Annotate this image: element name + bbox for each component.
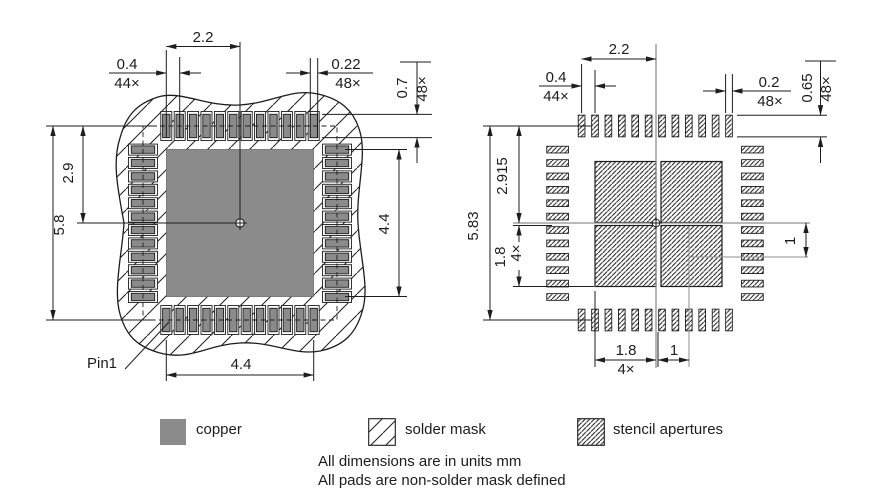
stencil-pad-aperture xyxy=(741,239,764,248)
stencil-pad-aperture xyxy=(546,185,569,194)
stencil-pad-aperture xyxy=(741,266,764,275)
stencil-pad-aperture xyxy=(741,226,764,234)
stencil-pad-aperture xyxy=(658,308,666,332)
stencil-center-aperture-bl xyxy=(594,224,657,288)
stencil-pad-aperture xyxy=(546,239,569,248)
dim-right-half-height: 2.915 xyxy=(494,157,511,195)
stencil-pad-aperture xyxy=(604,308,613,332)
stencil-legend-label: stencil apertures xyxy=(613,421,724,438)
dim-left-top-span: 2.2 xyxy=(193,29,214,46)
stencil-pad-aperture xyxy=(741,145,764,154)
dim-left-pad-length-count: 48× xyxy=(414,76,431,101)
stencil-pad-aperture xyxy=(546,279,569,288)
dim-right-pad-length: 0.65 xyxy=(799,73,816,102)
stencil-pad-aperture xyxy=(591,114,599,138)
stencil-pad-aperture xyxy=(644,308,653,332)
dim-left-pitch: 0.4 xyxy=(117,56,138,73)
stencil-pad-aperture xyxy=(546,293,569,301)
dim-left-pad-width: 0.22 xyxy=(331,56,360,73)
stencil-pad-aperture xyxy=(725,308,733,332)
dim-right-top-span: 2.2 xyxy=(609,41,630,58)
stencil-pad-aperture xyxy=(741,185,764,194)
stencil-pad-aperture xyxy=(546,145,569,154)
dim-right-one-right: 1 xyxy=(782,237,799,245)
stencil-pad-aperture xyxy=(546,226,569,234)
stencil-pad-aperture xyxy=(658,114,666,138)
right-diagram-stencil: 2.2 0.4 44× 0.2 48× 0.65 48× 2.915 5.83 xyxy=(465,41,836,378)
stencil-pad-aperture xyxy=(741,279,764,288)
stencil-pad-aperture xyxy=(741,293,764,301)
dim-left-full-height: 5.8 xyxy=(51,215,68,236)
stencil-pad-aperture xyxy=(741,212,764,221)
stencil-pad-aperture xyxy=(741,159,764,167)
stencil-pad-grid xyxy=(546,114,764,332)
solder-mask-legend-label: solder mask xyxy=(405,421,486,438)
dim-left-pad-width-count: 48× xyxy=(335,75,360,92)
stencil-pad-aperture xyxy=(546,199,569,208)
stencil-pad-aperture xyxy=(546,212,569,221)
copper-legend-swatch xyxy=(160,419,186,445)
dim-left-pitch-count: 44× xyxy=(114,75,139,92)
dim-right-pitch-count: 44× xyxy=(543,88,568,105)
pin1-label: Pin1 xyxy=(87,355,117,372)
stencil-pad-aperture xyxy=(546,172,569,181)
stencil-pad-aperture xyxy=(631,114,639,138)
stencil-pad-aperture xyxy=(698,308,706,332)
stencil-pad-aperture xyxy=(631,308,639,332)
stencil-pad-aperture xyxy=(546,252,569,261)
dim-right-pad-width-count: 48× xyxy=(757,93,782,110)
dim-right-full-height: 5.83 xyxy=(465,211,482,240)
dim-right-square-count: 4× xyxy=(508,244,525,261)
stencil-pad-aperture xyxy=(644,114,653,138)
stencil-pad-aperture xyxy=(685,114,693,138)
dim-right-square-bottom-count: 4× xyxy=(617,361,634,378)
stencil-center-aperture-br xyxy=(660,224,723,288)
note-nsmd: All pads are non-solder mask defined xyxy=(318,472,566,489)
left-diagram-copper-soldermask: 2.2 0.4 44× 0.22 48× 0.7 48× 2.9 5.8 4.4 xyxy=(46,29,432,381)
stencil-center-aperture-tl xyxy=(594,160,657,224)
figure-notes: All dimensions are in units mm All pads … xyxy=(318,452,566,490)
dim-left-pad-length: 0.7 xyxy=(394,78,411,99)
stencil-pad-aperture xyxy=(546,159,569,167)
solder-mask-legend-swatch xyxy=(368,418,396,446)
dim-left-half-height: 2.9 xyxy=(60,163,77,184)
dim-right-pad-length-count: 48× xyxy=(818,76,835,101)
stencil-pad-aperture xyxy=(711,308,720,332)
stencil-center-aperture-tr xyxy=(660,160,723,224)
note-units: All dimensions are in units mm xyxy=(318,453,522,470)
stencil-pad-aperture xyxy=(618,114,626,138)
dim-right-square-bottom: 1.8 xyxy=(616,342,637,359)
diagrams-canvas: 2.2 0.4 44× 0.22 48× 0.7 48× 2.9 5.8 4.4 xyxy=(46,29,836,381)
dim-right-square: 1.8 xyxy=(492,247,509,268)
stencil-pad-aperture xyxy=(604,114,613,138)
stencil-pad-aperture xyxy=(618,308,626,332)
stencil-pad-aperture xyxy=(671,308,680,332)
stencil-pad-aperture xyxy=(546,266,569,275)
copper-legend-label: copper xyxy=(196,421,242,438)
dim-left-copper-height: 4.4 xyxy=(376,214,393,235)
stencil-pad-aperture xyxy=(741,199,764,208)
dim-right-one-bottom: 1 xyxy=(670,342,678,359)
stencil-pad-aperture xyxy=(741,172,764,181)
dim-right-pitch: 0.4 xyxy=(546,69,567,86)
stencil-legend-swatch xyxy=(577,418,605,446)
dim-right-pad-width: 0.2 xyxy=(759,74,780,91)
stencil-pad-aperture xyxy=(725,114,733,138)
stencil-pad-aperture xyxy=(711,114,720,138)
stencil-pad-aperture xyxy=(698,114,706,138)
dim-left-copper-width: 4.4 xyxy=(231,356,252,373)
stencil-pad-aperture xyxy=(671,114,680,138)
